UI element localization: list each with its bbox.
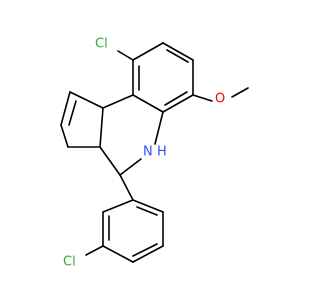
bond-double-inner xyxy=(164,91,188,106)
bond-to-methoxy-o xyxy=(192,94,213,102)
bond xyxy=(132,94,164,113)
bond xyxy=(69,91,104,109)
bond xyxy=(99,146,121,176)
bond-o-to-methyl xyxy=(231,87,249,98)
bottom-aromatic-ring xyxy=(102,199,164,263)
bond xyxy=(119,158,142,176)
bond xyxy=(102,199,134,213)
atom-cl-top: Cl xyxy=(95,37,108,52)
bond xyxy=(154,111,164,145)
bond xyxy=(102,94,134,109)
bond-double-inner xyxy=(166,49,189,63)
atom-cl-bottom: Cl xyxy=(63,255,76,270)
bond-double-inner xyxy=(68,100,77,126)
cyclopentene-ring xyxy=(60,91,104,148)
bond xyxy=(132,42,164,61)
bond xyxy=(60,124,69,148)
bond xyxy=(132,199,164,213)
top-aromatic-ring xyxy=(132,42,194,113)
bond xyxy=(99,107,104,148)
bond xyxy=(60,91,71,126)
bond xyxy=(162,42,194,61)
structure-svg: Cl O N H Cl xyxy=(60,37,249,270)
bond-double-inner xyxy=(132,243,158,257)
bond-double-inner xyxy=(136,206,158,216)
bond xyxy=(102,245,134,263)
piperidine-ring xyxy=(99,94,164,176)
molecule-drawing: Cl O N H Cl xyxy=(60,37,249,270)
bond xyxy=(132,245,164,263)
atom-h-on-n: H xyxy=(157,145,167,160)
bond xyxy=(162,94,194,113)
bond-to-cl-top xyxy=(117,50,134,61)
bond-to-aryl xyxy=(119,174,134,201)
atom-o-methoxy: O xyxy=(215,92,225,107)
bond-to-cl-bottom xyxy=(85,245,104,256)
atom-n: N xyxy=(143,145,153,160)
